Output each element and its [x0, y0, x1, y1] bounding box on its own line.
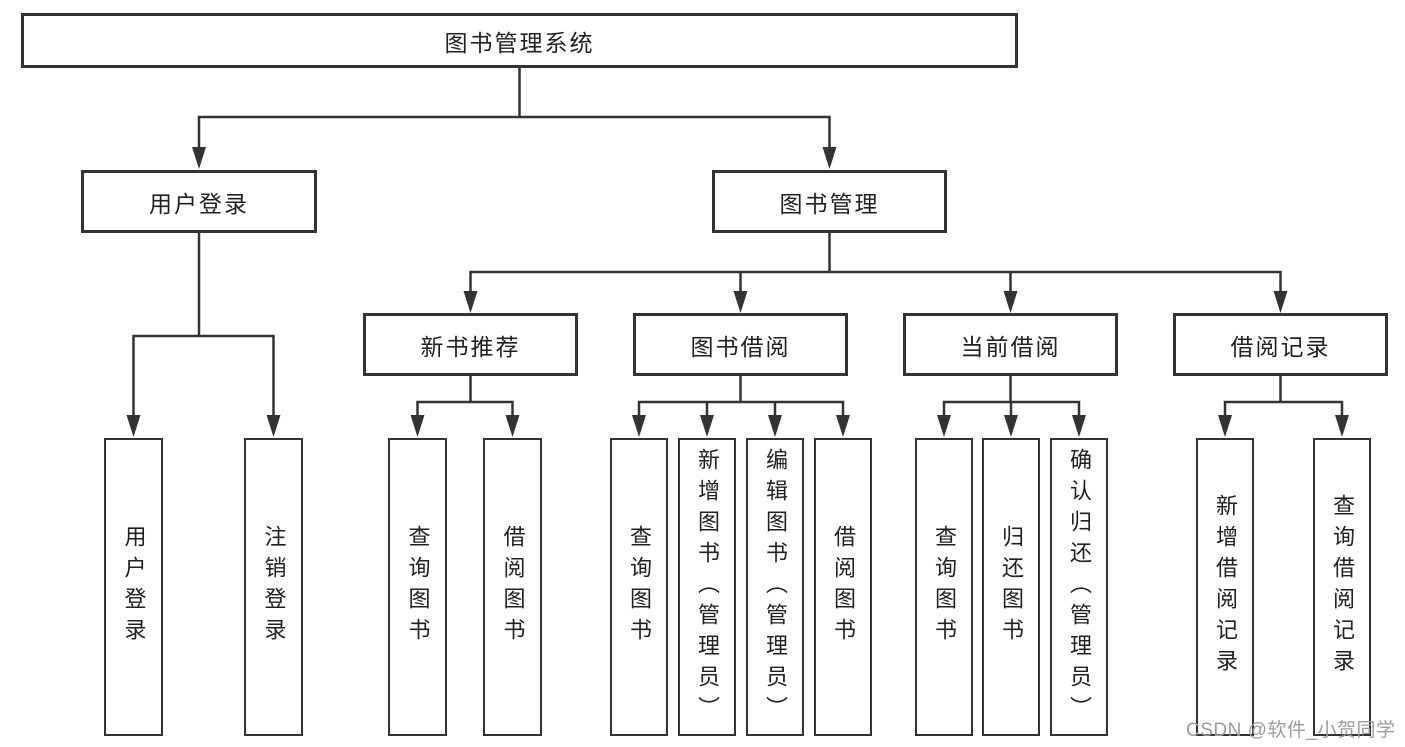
leaf-label: 新增借阅记录 [1213, 494, 1238, 680]
arrowhead [937, 415, 951, 437]
arrowhead [1072, 415, 1086, 437]
leaf-user-login: 用户登录 [104, 438, 163, 736]
leaf-label: 归还图书 [999, 525, 1024, 649]
node-new-book-recommend: 新书推荐 [363, 313, 578, 376]
node-current-borrow: 当前借阅 [903, 313, 1118, 376]
node-user-login: 用户登录 [81, 170, 317, 233]
arrowhead [266, 415, 281, 437]
leaf-label: 查询借阅记录 [1330, 494, 1355, 680]
leaf-query-book-borrow: 查询图书 [610, 438, 668, 736]
arrowhead [192, 147, 206, 169]
node-root-library-system: 图书管理系统 [21, 13, 1018, 68]
leaf-borrow-book: 借阅图书 [814, 438, 872, 736]
leaf-label: 注销登录 [261, 525, 287, 649]
arrowhead [768, 415, 782, 437]
arrowhead [836, 415, 850, 437]
leaf-label: 查询图书 [932, 525, 957, 649]
leaf-edit-book-admin: 编辑图书（管理员） [746, 438, 804, 736]
leaf-label: 借阅图书 [831, 525, 856, 649]
leaf-label: 确认归还（管理员） [1067, 447, 1092, 727]
leaf-logout: 注销登录 [244, 438, 303, 736]
leaf-label: 新增图书（管理员） [695, 447, 720, 727]
leaf-label: 编辑图书（管理员） [763, 447, 788, 727]
arrowhead [700, 415, 714, 437]
arrowhead [632, 415, 646, 437]
leaf-confirm-return-admin: 确认归还（管理员） [1050, 438, 1108, 736]
arrowhead [1335, 415, 1349, 437]
leaf-add-book-admin: 新增图书（管理员） [678, 438, 736, 736]
leaf-borrow-book-recommend: 借阅图书 [483, 438, 542, 736]
csdn-watermark: CSDN @软件_小贺同学 [1186, 720, 1396, 741]
leaf-return-book: 归还图书 [982, 438, 1040, 736]
arrowhead [822, 147, 837, 169]
arrowhead [505, 415, 520, 437]
arrowhead [1273, 291, 1288, 313]
leaf-label: 用户登录 [121, 525, 147, 649]
leaf-label: 查询图书 [627, 525, 652, 649]
arrowhead [1218, 415, 1232, 437]
leaf-query-book-recommend: 查询图书 [388, 438, 447, 736]
node-borrow-records: 借阅记录 [1173, 313, 1388, 376]
arrowhead [463, 291, 478, 313]
arrowhead [410, 415, 425, 437]
leaf-label: 查询图书 [405, 525, 431, 649]
node-book-borrow: 图书借阅 [633, 313, 848, 376]
arrowhead [126, 415, 141, 437]
leaf-add-borrow-record: 新增借阅记录 [1196, 438, 1254, 736]
arrowhead [1003, 291, 1018, 313]
leaf-label: 借阅图书 [500, 525, 526, 649]
leaf-query-borrow-record: 查询借阅记录 [1313, 438, 1371, 736]
node-book-management: 图书管理 [712, 170, 947, 233]
leaf-query-book-current: 查询图书 [915, 438, 973, 736]
arrowhead [1004, 415, 1018, 437]
arrowhead [733, 291, 748, 313]
